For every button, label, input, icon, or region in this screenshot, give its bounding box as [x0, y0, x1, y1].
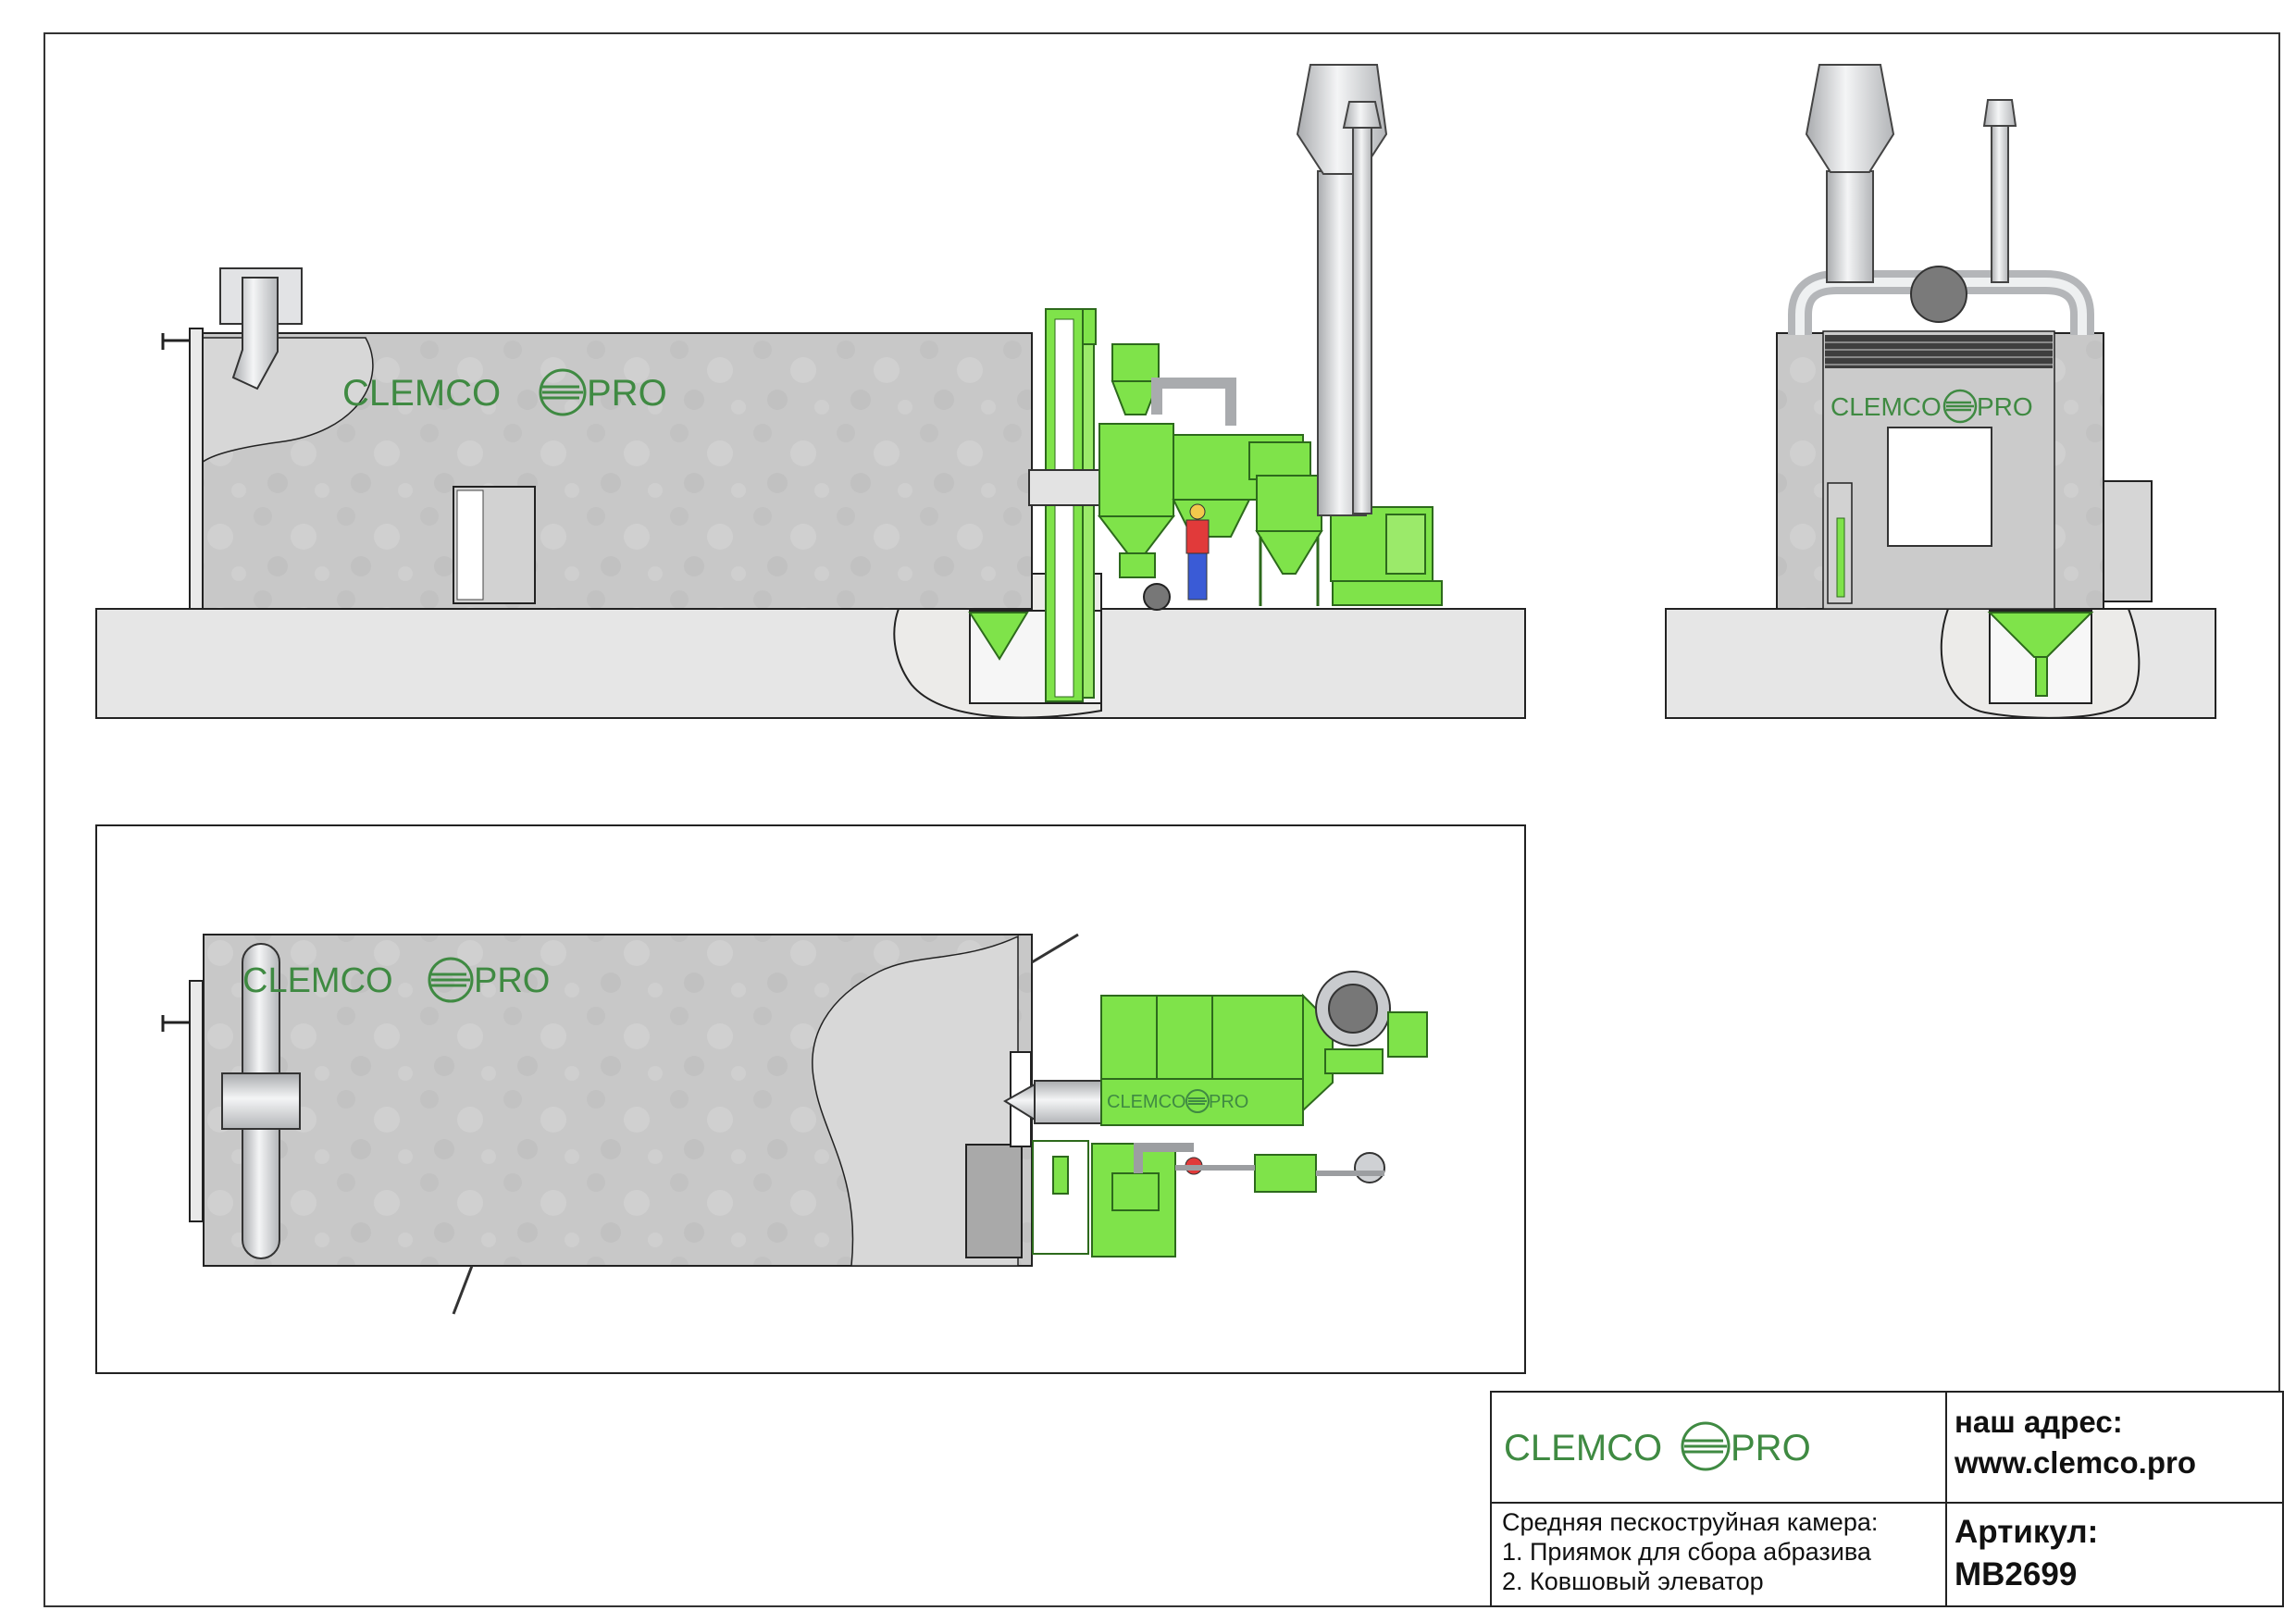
plan-elevator-pit [1032, 1140, 1089, 1255]
operator-helmet [1189, 503, 1206, 520]
roof-vent-elbow [231, 277, 279, 390]
front-stack-cap [1805, 64, 1895, 173]
plan-fan-hub [1328, 984, 1378, 1034]
foundation-slab [95, 608, 1526, 719]
front-elevator-strip [1836, 517, 1845, 598]
logo-text-right: PRO [474, 961, 550, 1000]
logo-text-left: CLEMCO [342, 373, 501, 414]
plan-fan-base [1324, 1048, 1384, 1074]
front-elevation-view [1665, 64, 2216, 719]
logo-emblem-icon [1942, 389, 1978, 424]
logo-text-right: PRO [1209, 1092, 1248, 1112]
blast-pot-valve [1119, 552, 1156, 578]
logo-plan-view: CLEMCO PRO [242, 957, 550, 1003]
logo-text-left: CLEMCO [1107, 1092, 1186, 1112]
plan-fan-motor [1387, 1011, 1428, 1058]
plan-separator [1111, 1172, 1160, 1211]
door-panel [456, 489, 484, 601]
logo-text-right: PRO [587, 373, 667, 414]
description-line: 1. Приямок для сбора абразива [1502, 1538, 1871, 1566]
separator-cone [1111, 380, 1160, 415]
collector-cone-1 [1172, 499, 1251, 538]
plan-control-cabinet [965, 1144, 1023, 1258]
side-unit [2103, 480, 2153, 602]
operator-jacket [1185, 519, 1210, 554]
plan-roof-duct-junction [221, 1072, 301, 1130]
logo-text-right: PRO [1731, 1428, 1811, 1468]
logo-title-block: CLEMCO PRO [1504, 1421, 1811, 1471]
elevator-head [1082, 308, 1097, 345]
side-elevation-view [95, 64, 1526, 719]
logo-emblem-icon [1681, 1421, 1731, 1471]
logo-filter-unit: CLEMCO PRO [1107, 1089, 1248, 1113]
article-value: MB2699 [1955, 1556, 2078, 1592]
title-block [1490, 1391, 2284, 1607]
storage-hopper-cone [1097, 515, 1176, 556]
plan-elevator-box [1052, 1156, 1069, 1195]
front-fan-hub [1910, 266, 1967, 323]
logo-side-view: CLEMCO PRO [342, 368, 667, 416]
secondary-stack-cap [1342, 101, 1383, 129]
sheet-frame [43, 32, 2280, 1607]
transfer-pipe [1151, 378, 1236, 426]
fan-motor [1385, 514, 1426, 575]
plan-view [95, 824, 1526, 1374]
article-label: Артикул: [1955, 1514, 2099, 1550]
logo-front-view: CLEMCO PRO [1831, 389, 2033, 424]
plan-duct [1034, 1080, 1102, 1124]
pot-wheel [1143, 583, 1171, 611]
pit-hopper [968, 612, 1029, 661]
front-exhaust-stack [1826, 170, 1874, 283]
plan-small-fan [1354, 1152, 1385, 1183]
front-window [1887, 427, 1992, 547]
description-line: 2. Ковшовый элеватор [1502, 1567, 1764, 1595]
plan-cyclone [1254, 1154, 1317, 1193]
secondary-stack [1352, 124, 1372, 514]
logo-emblem-icon [428, 957, 474, 1003]
front-secondary-stack [1991, 124, 2009, 283]
front-secondary-cap [1982, 99, 2017, 127]
logo-emblem-icon [539, 368, 587, 416]
operator-legs [1187, 552, 1208, 601]
storage-hopper [1098, 423, 1174, 517]
separator-top [1111, 343, 1160, 382]
elevator-channel [1054, 318, 1074, 698]
dust-collector-header [1248, 441, 1311, 480]
logo-text-left: CLEMCO [1831, 392, 1942, 421]
plan-door-leaf [452, 1265, 474, 1315]
address-label: наш адрес: [1955, 1405, 2123, 1439]
elevator-screw-housing [1028, 469, 1104, 506]
plan-duct-nozzle [1003, 1083, 1036, 1121]
logo-text-left: CLEMCO [1504, 1428, 1662, 1468]
cyclone-cone [1255, 530, 1323, 575]
fan-base [1332, 580, 1443, 606]
plan-front-post [189, 980, 204, 1222]
front-frame-post [189, 328, 204, 610]
logo-text-left: CLEMCO [242, 961, 393, 1000]
description-line: Средняя пескоструйная камера: [1502, 1508, 1879, 1536]
title-block-frame [1490, 1391, 2284, 1607]
plan-transfer-pipe [1134, 1143, 1194, 1173]
website-link[interactable]: www.clemco.pro [1955, 1445, 2197, 1480]
logo-text-right: PRO [1977, 392, 2033, 421]
plan-door-leaf [1031, 933, 1079, 964]
logo-emblem-icon [1185, 1089, 1210, 1113]
front-louver [1825, 335, 2053, 368]
cyclone-body [1256, 475, 1322, 532]
front-pit-screw [2035, 656, 2048, 697]
